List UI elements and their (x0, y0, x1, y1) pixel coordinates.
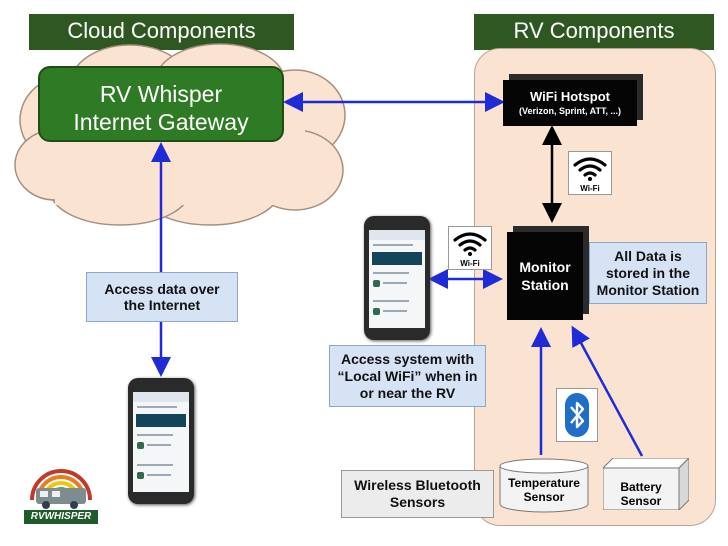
wifi-icon (453, 232, 487, 256)
phone-screen (369, 230, 425, 328)
wifi-label: Wi-Fi (460, 259, 480, 268)
rv-components-header: RV Components (474, 14, 714, 50)
temperature-sensor: Temperature Sensor (499, 458, 589, 513)
note-local-line1: Access system with (340, 350, 475, 367)
note-stored-line2: stored in the (605, 264, 690, 281)
temperature-sensor-line1: Temperature (508, 476, 580, 490)
bluetooth-badge (556, 388, 598, 442)
temperature-sensor-line2: Sensor (523, 490, 565, 504)
note-stored-line1: All Data is (614, 247, 682, 264)
cloud-components-header: Cloud Components (29, 14, 294, 50)
note-sensors-line1: Wireless Bluetooth (354, 477, 481, 493)
wifi-hotspot-box: WiFi Hotspot (Verizon, Sprint, ATT, ...) (503, 80, 637, 126)
smartphone-local (364, 216, 430, 340)
wifi-badge-hotspot: Wi-Fi (568, 151, 612, 195)
note-local-wifi: Access system with “Local WiFi” when in … (329, 345, 486, 407)
battery-sensor-line1: Battery (620, 480, 662, 494)
hotspot-title: WiFi Hotspot (529, 89, 611, 104)
battery-monitor-arrow (571, 325, 644, 457)
wifi-icon (573, 157, 607, 181)
monitor-station-box: Monitor Station (507, 232, 583, 320)
logo-text: RVWHISPER (24, 510, 98, 524)
note-local-line3: or near the RV (359, 384, 456, 401)
note-local-line2: “Local WiFi” when in (337, 367, 478, 384)
note-sensors-line2: Sensors (389, 494, 446, 510)
wifi-badge-local: Wi-Fi (448, 226, 492, 270)
monitor-line1: Monitor (519, 259, 571, 275)
monitor-line2: Station (521, 277, 569, 293)
bluetooth-icon (565, 393, 589, 437)
wifi-label: Wi-Fi (580, 184, 600, 193)
phone-screen (133, 392, 189, 492)
hotspot-subtitle: (Verizon, Sprint, ATT, ...) (518, 106, 621, 116)
logo-mark (30, 469, 92, 509)
note-stored-line3: Monitor Station (596, 281, 700, 298)
cylinder-shape (499, 458, 589, 513)
note-bluetooth-sensors: Wireless Bluetooth Sensors (341, 470, 494, 518)
smartphone-remote (128, 378, 194, 504)
note-internet-line1: Access data over (104, 281, 220, 297)
box-shape (603, 458, 689, 510)
note-access-internet: Access data over the Internet (86, 272, 238, 322)
gateway-line1: RV Whisper (99, 81, 223, 107)
battery-sensor: Battery Sensor (603, 458, 689, 510)
gateway-line2: Internet Gateway (73, 109, 249, 135)
rv-whisper-logo: RVWHISPER (24, 460, 98, 526)
note-internet-line2: the Internet (123, 297, 201, 313)
battery-sensor-line2: Sensor (620, 494, 662, 508)
note-data-stored: All Data is stored in the Monitor Statio… (589, 242, 707, 304)
